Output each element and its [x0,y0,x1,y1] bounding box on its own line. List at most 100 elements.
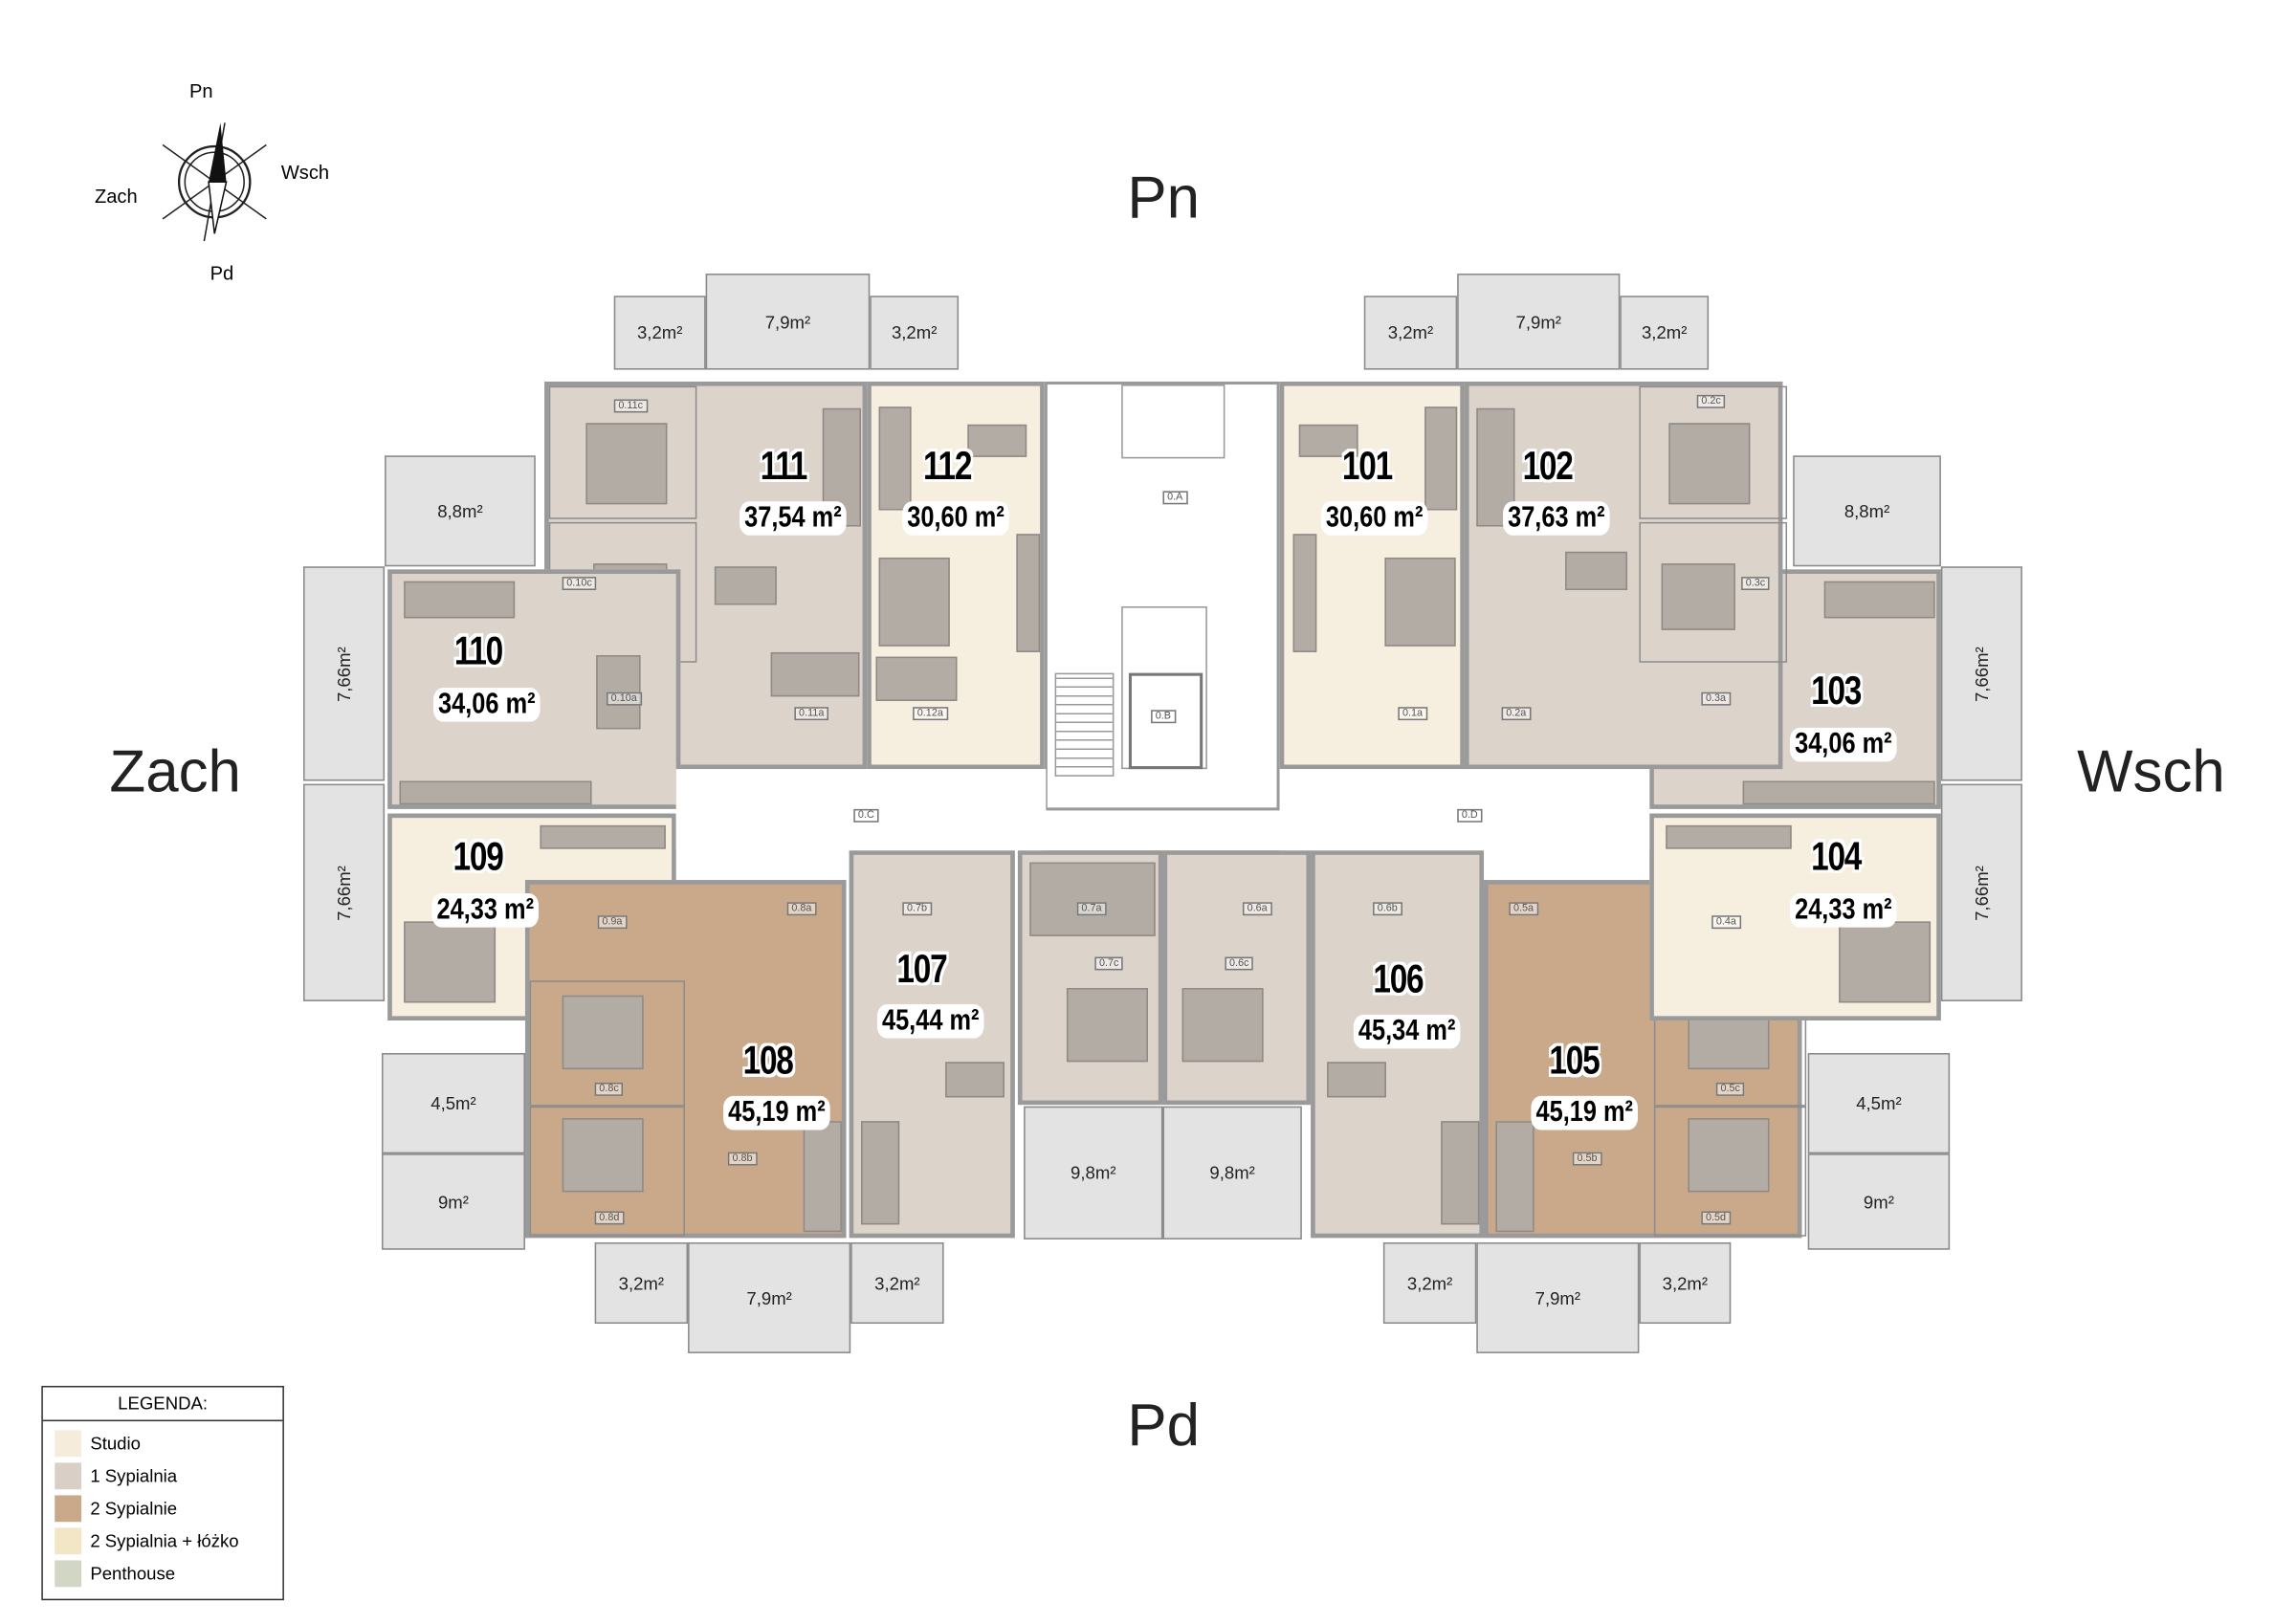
unit-101[interactable] [1279,381,1465,770]
terrace-area: 8,8m² [437,500,483,522]
terrace-area: 7,9m² [1515,311,1561,333]
terrace: 9m² [1807,1153,1951,1250]
south-label: Pd [1127,1393,1201,1459]
legend-item: 2 Sypialnia + łóżko [43,1525,283,1557]
bed-icon [1688,1118,1770,1193]
unit-number: 110 [453,628,503,673]
dining-table-icon [1327,1062,1386,1098]
terrace-area: 7,66m² [1971,865,1993,921]
legend-label: 1 Sypialnia [90,1465,178,1487]
compass-rose-icon [148,116,281,249]
room-code: 0.7c [1094,956,1124,971]
unit-area: 34,06 m² [432,688,541,722]
room-code: 0.10a [607,691,642,706]
unit-number: 105 [1549,1038,1600,1083]
unit-area: 30,60 m² [1320,501,1428,536]
terrace: 3,2m² [850,1241,944,1325]
terrace: 3,2m² [1382,1241,1477,1325]
bed-icon [1066,987,1149,1063]
bed-icon [562,995,644,1070]
kitchen-counter-icon [1742,780,1935,805]
legend-label: Penthouse [90,1563,176,1585]
terrace-area: 7,9m² [1534,1287,1581,1308]
bedroom [529,1106,685,1237]
room-code: 0.11c [613,399,648,413]
room-code: 0.5b [1572,1152,1602,1166]
room-code: 0.B [1151,710,1176,724]
terrace: 9m² [381,1153,525,1250]
unit-area: 45,44 m² [876,1004,984,1039]
room-code: 0.7a [1076,902,1107,916]
unit-102[interactable] [1464,381,1788,770]
room-code: 0.11a [794,707,828,721]
unit-number: 107 [896,946,947,992]
sofa-icon [1441,1121,1480,1225]
terrace: 7,9m² [1457,274,1621,370]
room-code: 0.9a [597,915,628,930]
sofa-icon [878,406,912,511]
legend-swatch [55,1462,82,1490]
bedroom [548,385,697,519]
bedroom [1639,385,1788,519]
terrace-area: 8,8m² [1843,500,1890,522]
bed-icon [1181,987,1264,1063]
unit-number: 104 [1811,834,1862,879]
terrace: 3,2m² [1363,296,1458,370]
room-code: 0.5a [1509,902,1538,916]
kitchen-counter-icon [1292,534,1317,652]
legend-label: 2 Sypialnia + łóżko [90,1530,239,1552]
room-code: 0.D [1457,808,1483,823]
unit-area: 24,33 m² [1790,893,1897,928]
kitchen-counter-icon [399,780,592,805]
west-label: Zach [109,739,241,805]
terrace-area: 3,2m² [636,322,683,343]
bed-icon [585,423,668,505]
unit-107[interactable] [849,850,1015,1239]
unit-108[interactable] [524,880,847,1239]
legend-item: Studio [43,1427,283,1459]
entrance-door[interactable] [1121,384,1225,459]
unit-number: 101 [1341,443,1393,489]
sofa-icon [1495,1121,1534,1233]
bedroom [1653,1106,1807,1237]
terrace-area: 7,9m² [764,311,811,333]
room-code: 0.1a [1398,707,1427,721]
room-code: 0.5c [1715,1082,1745,1096]
unit-112[interactable] [867,381,1045,770]
terrace-area: 3,2m² [1387,322,1434,343]
terrace-area: 3,2m² [1641,322,1688,343]
room-code: 0.6c [1225,956,1254,971]
legend-title: LEGENDA: [42,1388,283,1422]
terrace-area: 3,2m² [891,322,938,343]
terrace: 3,2m² [1620,296,1710,370]
terrace: 3,2m² [594,1241,689,1325]
unit-area: 34,06 m² [1790,727,1897,762]
terrace-area: 7,9m² [746,1287,792,1308]
terrace: 7,9m² [1476,1241,1640,1353]
legend-item: Penthouse [43,1557,283,1590]
sofa-icon [861,1121,900,1225]
room-code: 0.3a [1701,691,1731,706]
unit-number: 111 [760,443,808,489]
room-code: 0.8b [727,1152,758,1166]
bed-icon [562,1118,644,1193]
legend-item: 2 Sypialnie [43,1492,283,1525]
room-code: 0.5d [1701,1211,1731,1225]
unit-number: 102 [1522,443,1574,489]
legend-label: Studio [90,1433,141,1455]
room-code: 0.12a [913,707,948,721]
terrace: 7,66m² [303,783,386,1001]
elevator-shaft [1128,672,1203,770]
unit-number: 112 [923,443,972,489]
unit-area: 45,34 m² [1353,1014,1461,1049]
bedroom [529,980,685,1107]
terrace: 3,2m² [1639,1241,1732,1325]
terrace-area: 3,2m² [618,1272,665,1294]
room-code: 0.A [1162,491,1188,505]
unit-area: 24,33 m² [431,893,540,928]
bedroom-106c [1162,850,1312,1106]
stairwell-core: 0.A 0.B [1044,381,1280,811]
terrace: 7,9m² [688,1241,851,1353]
unit-area: 37,54 m² [740,501,847,536]
